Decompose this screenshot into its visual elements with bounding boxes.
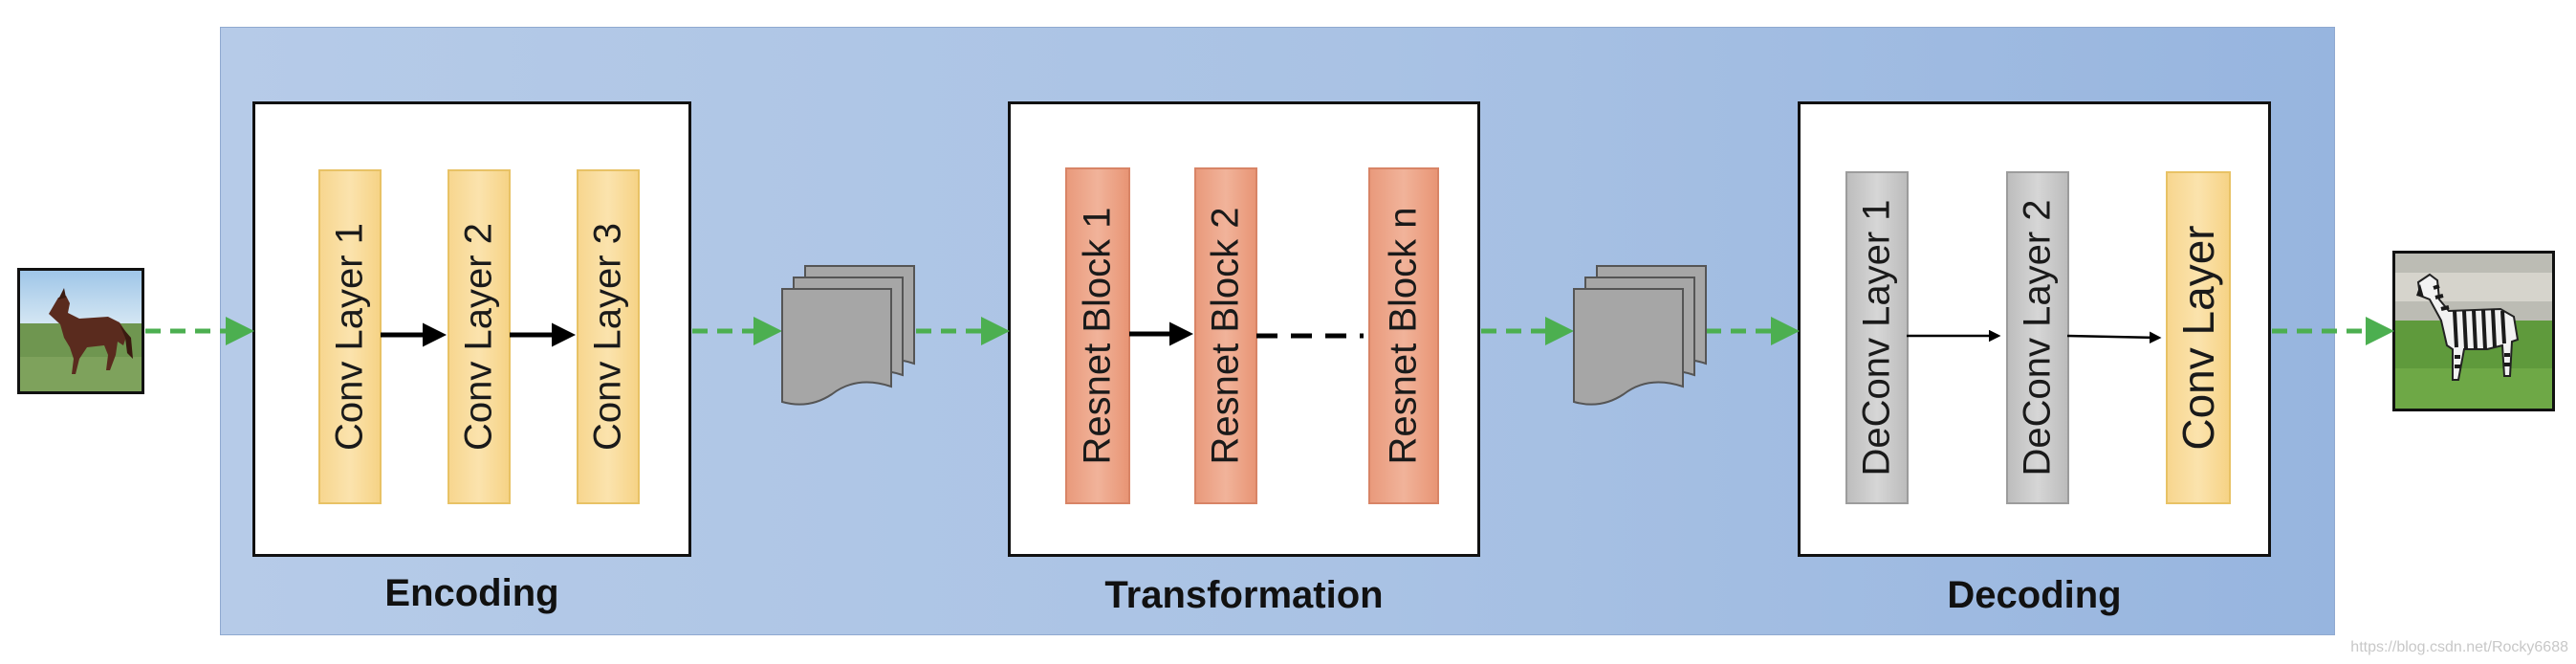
deconv-layer-1: DeConv Layer 1	[1845, 171, 1909, 504]
encoding-box: Conv Layer 1 Conv Layer 2 Conv Layer 3	[252, 101, 691, 557]
feature-map-stack-2	[1573, 265, 1707, 406]
decoder-conv-layer: Conv Layer	[2166, 171, 2231, 504]
arrow-deconv2-conv	[2066, 331, 2162, 344]
conv-layer-1: Conv Layer 1	[318, 169, 382, 504]
conv-layer-3: Conv Layer 3	[577, 169, 640, 504]
encoding-label: Encoding	[384, 572, 559, 614]
watermark: https://blog.csdn.net/Rocky6688	[2350, 639, 2568, 655]
zebra-photo	[2395, 254, 2552, 409]
deconv-layer-2: DeConv Layer 2	[2006, 171, 2069, 504]
decoding-label: Decoding	[1947, 574, 2122, 616]
transformation-box: Resnet Block 1 Resnet Block 2 Resnet Blo…	[1008, 101, 1480, 557]
horse-photo	[20, 271, 142, 391]
transformation-label: Transformation	[1104, 574, 1384, 616]
output-zebra-image	[2392, 251, 2555, 411]
input-horse-image	[17, 268, 144, 394]
decoding-box: DeConv Layer 1 DeConv Layer 2 Conv Layer	[1798, 101, 2271, 557]
resnet-block-2: Resnet Block 2	[1194, 167, 1257, 504]
resnet-block-n: Resnet Block n	[1368, 167, 1439, 504]
feature-map-stack-1	[781, 265, 915, 406]
